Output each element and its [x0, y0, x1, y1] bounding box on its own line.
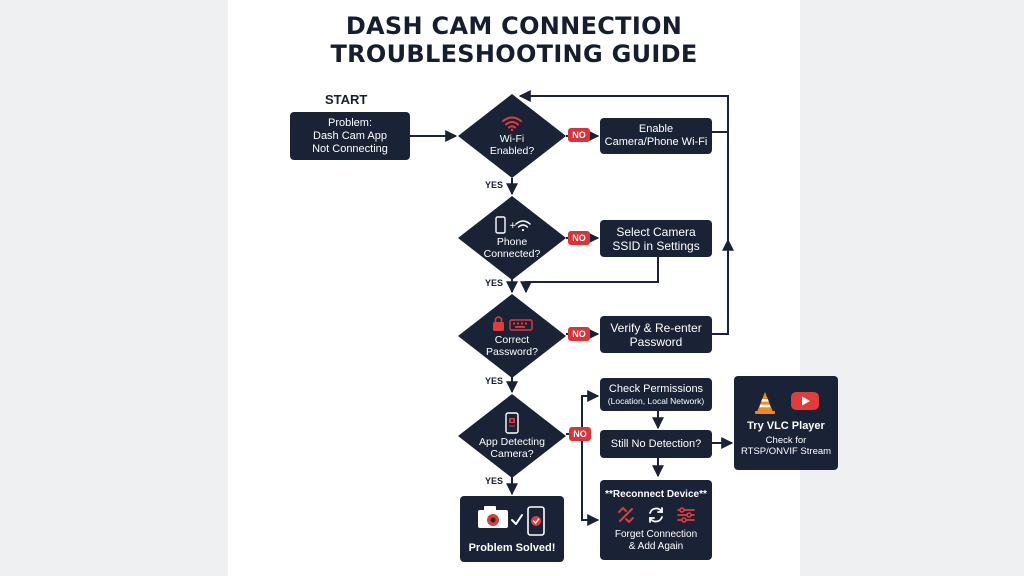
reconnect-line-3: & Add Again	[628, 540, 684, 552]
no-badge-wifi: NO	[568, 128, 590, 142]
password-line-1: Correct	[494, 334, 530, 346]
unlink-icon	[618, 506, 634, 523]
check-permissions-line-1: Check Permissions	[608, 382, 704, 395]
verify-password-line-1: Verify & Re-enter	[610, 320, 702, 335]
vlc-line-3: RTSP/ONVIF Stream	[740, 445, 832, 457]
no-badge-password: NO	[568, 327, 590, 341]
yes-label-wifi: YES	[485, 180, 504, 190]
app-line-1: App Detecting	[479, 436, 545, 448]
phone-camera-icon	[505, 412, 519, 434]
arrow-ssid-to-password	[520, 257, 659, 294]
problem-line-1: Problem:	[327, 116, 373, 129]
still-no-detection-text: Still No Detection?	[610, 437, 702, 450]
vlc-icons	[752, 390, 820, 416]
action-enable-wifi: Enable Camera/Phone Wi-Fi	[600, 118, 712, 154]
action-reconnect-device: **Reconnect Device**	[600, 480, 712, 560]
enable-wifi-line-1: Enable	[638, 123, 674, 135]
yes-label-phone: YES	[485, 278, 504, 288]
phone-line-2: Connected?	[483, 248, 541, 260]
title-line-1: DASH CAM CONNECTION	[345, 12, 683, 40]
arrow-to-reconnect	[581, 434, 600, 526]
connector-lines	[410, 90, 734, 526]
verify-password-line-2: Password	[629, 334, 683, 349]
settings-sliders-icon	[677, 506, 695, 523]
arrow-verify-loop	[712, 238, 734, 335]
phone-line-1: Phone	[496, 236, 528, 248]
no-badge-app: NO	[569, 427, 591, 441]
app-line-2: Camera?	[490, 448, 534, 460]
refresh-icon	[649, 506, 663, 523]
wifi-line-2: Enabled?	[489, 145, 535, 157]
start-label: START	[325, 92, 368, 107]
phone-wifi-icon: +	[495, 216, 531, 234]
check-permissions-line-2: (Location, Local Network)	[607, 395, 705, 406]
yes-label-app: YES	[485, 476, 504, 486]
vlc-line-1: Try VLC Player	[747, 419, 825, 432]
lock-keyboard-icon	[493, 316, 533, 331]
yes-label-password: YES	[485, 376, 504, 386]
reconnect-icons	[616, 505, 696, 525]
action-still-no-detection: Still No Detection?	[600, 430, 712, 458]
solved-text: Problem Solved!	[468, 541, 556, 554]
vlc-line-2: Check for	[765, 434, 807, 446]
problem-box: Problem: Dash Cam App Not Connecting	[290, 112, 410, 160]
wifi-line-1: Wi-Fi	[499, 133, 525, 145]
select-ssid-line-2: SSID in Settings	[612, 238, 700, 253]
title-line-2: TROUBLESHOOTING GUIDE	[330, 40, 698, 68]
wifi-icon	[502, 116, 522, 131]
vlc-cone-icon	[755, 391, 775, 414]
action-check-permissions: Check Permissions (Location, Local Netwo…	[600, 378, 712, 411]
password-line-2: Password?	[486, 346, 538, 358]
arrow-to-permissions	[581, 390, 600, 434]
no-badge-phone: NO	[568, 231, 590, 245]
problem-line-2: Dash Cam App	[313, 129, 387, 142]
reconnect-line-2: Forget Connection	[614, 528, 698, 540]
select-ssid-line-1: Select Camera	[616, 224, 696, 239]
action-select-ssid: Select Camera SSID in Settings	[600, 220, 712, 257]
problem-solved-box: Problem Solved!	[460, 496, 564, 562]
flowchart-page: DASH CAM CONNECTION TROUBLESHOOTING GUID…	[228, 0, 838, 576]
arrow-enable-loop	[518, 90, 729, 133]
action-try-vlc: Try VLC Player Check for RTSP/ONVIF Stre…	[734, 376, 838, 470]
action-verify-password: Verify & Re-enter Password	[600, 316, 712, 353]
problem-line-3: Not Connecting	[312, 142, 388, 155]
reconnect-title: **Reconnect Device**	[605, 488, 707, 500]
play-button-icon	[791, 391, 819, 410]
dashcam-check-phone-icon	[478, 505, 545, 536]
enable-wifi-line-2: Camera/Phone Wi-Fi	[604, 136, 708, 148]
svg-text:+: +	[509, 221, 517, 231]
